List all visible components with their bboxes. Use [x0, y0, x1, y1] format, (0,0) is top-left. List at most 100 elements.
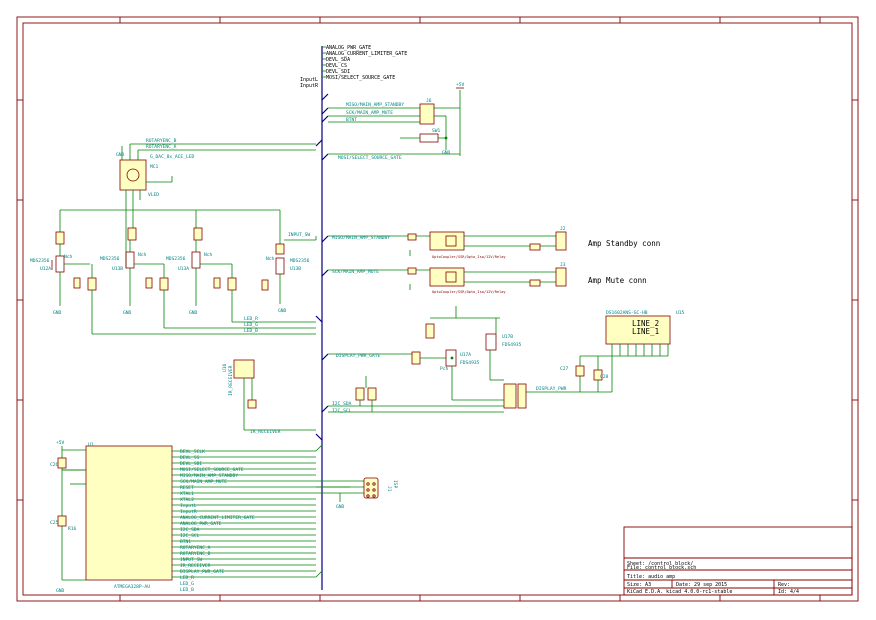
switch-ref: SW1 [432, 128, 441, 134]
input-label: InputR [300, 83, 319, 89]
mosfet-tag: Nch [64, 254, 73, 260]
mute-section: SCK/MAIN_AMP_MUTE J3 Amp Mute conn OptoC… [328, 262, 647, 294]
mosfet-value: MDS2356 [100, 256, 120, 262]
i2c-net: I2C_SDA [332, 401, 352, 407]
standby-section: MISO/MAIN_AMP_STANDBY J2 Amp Standby con… [328, 226, 660, 259]
display-module: DS1602ANS-GC-HB U15 LINE_2 LINE_1 C27 C2… [526, 310, 685, 393]
isp-connector: GND J1 ISP [316, 477, 398, 510]
mcu: U1 ATMEGA328P-AU +5V C26 C25 R16 GND DEV… [50, 440, 350, 594]
display-tag: Pch [440, 366, 449, 372]
ir-receiver: U16 IR_RECEIVER IR_RECEIVER [222, 359, 316, 435]
bus-label: MOSI/SELECT_SOURCE_GATE [326, 75, 395, 81]
mcu-pins: DEVL_SCLK DEVL_SS DEVL_SDI MOSI/SELECT_S… [180, 449, 255, 593]
display-part: DS1602ANS-GC-HB [606, 310, 648, 316]
isp-ref: J1 [386, 486, 392, 492]
tb-sheet: Sheet: /control_block/ [627, 561, 693, 567]
bus-label: DEVL_CS [326, 63, 347, 69]
dac-net: ROTARYENC_B [146, 138, 177, 144]
mosfet-ref: U13B [112, 266, 123, 272]
display-power-section: DISPLAY_PWR_GATE U17A FDS4935 Pch U17B F… [328, 306, 522, 400]
mute-net: SCK/MAIN_AMP_MUTE [332, 269, 379, 275]
mcu-net: IR_RECEIVER [180, 563, 211, 569]
tb-title: Title: audio amp [627, 574, 675, 580]
relay-net-mid: SCK/MAIN_AMP_MUTE [346, 110, 393, 116]
mosfet-stage-2: MDS2356 U13B Nch GND [100, 227, 169, 328]
mosfet-tag: Nch [266, 256, 275, 262]
ir-net: IR_RECEIVER [250, 429, 281, 435]
display-q1-val: FDS4935 [460, 360, 480, 366]
dac-vdd: VLED [148, 192, 159, 198]
display-c2: C28 [600, 374, 609, 380]
mosfet-stage-1: MDS2356 U12A Nch GND [30, 231, 97, 334]
dac-ref: MC1 [150, 164, 159, 170]
mcu-value: ATMEGA328P-AU [114, 584, 150, 590]
display-net-in: DISPLAY_PWR_GATE [336, 353, 380, 359]
mosfet-stage-4: MDS2356 U13B Nch GND INPUT_SW [261, 210, 317, 314]
relay-block: MISO/MAIN_AMP_STANDBY SCK/MAIN_AMP_MUTE … [328, 82, 465, 161]
mcu-net: LED_B [180, 587, 194, 593]
mcu-ref: U1 [88, 442, 94, 448]
mcu-net: ROTARYENC_A [180, 545, 211, 551]
mcu-net: DEVL_SCLK [180, 449, 205, 455]
mcu-net: XTAL1 [180, 491, 194, 497]
mosfet-ref: U13B [290, 266, 301, 272]
gnd-label: GND [278, 308, 287, 314]
bus-label: DEVL_SDA [326, 57, 350, 63]
mcu-net: DEVL_SDI [180, 461, 202, 467]
mcu-res: R16 [68, 526, 77, 532]
mcu-net: LED_R [180, 575, 194, 581]
mute-ref: J3 [560, 262, 566, 268]
mcu-net: RESET [180, 485, 194, 491]
mcu-supply: +5V [56, 440, 65, 446]
sheet-frame [16, 16, 859, 602]
main-bus [315, 46, 329, 590]
mcu-gnd: GND [56, 588, 65, 594]
relay-supply: +5V [456, 82, 465, 88]
mcu-net: ROTARYENC_B [180, 551, 211, 557]
gnd-label: GND [53, 310, 62, 316]
input-sw-label: INPUT_SW [288, 232, 310, 238]
dac-chip [119, 159, 147, 191]
display-q2-val: FDS4935 [502, 342, 522, 348]
relay-select-net: MOSI/SELECT_SOURCE_GATE [338, 155, 402, 161]
mosfet-value: MDS2356 [30, 258, 50, 264]
relay-gnd: GND [442, 150, 451, 156]
mcu-cap: C26 [50, 462, 59, 468]
mosfet-tag: Nch [204, 252, 213, 258]
bus-label: DEVL_SDI [326, 69, 350, 75]
mcu-net: XTAL2 [180, 497, 194, 503]
mosfet-value: MDS2356 [166, 256, 186, 262]
mosfet-ref: U12A [40, 266, 51, 272]
mcu-net: I2C_SDA [180, 527, 200, 533]
mcu-net: I2C_SCL [180, 533, 200, 539]
tb-size: Size: A3 [627, 582, 651, 588]
led-net: LED_B [244, 328, 258, 334]
input-label: InputL [300, 77, 318, 83]
display-c1: C27 [560, 366, 569, 372]
mosfet-ref: U13A [178, 266, 189, 272]
tb-rev: Rev: [778, 582, 790, 588]
isp-value: ISP [392, 480, 398, 489]
mcu-net: INPUT_SW [180, 557, 202, 563]
dac-block: MC1 G_DAC_8x_ACE_LED ROTARYENC_B ROTARYE… [59, 138, 316, 268]
ir-value: IR_RECEIVER [228, 365, 234, 396]
mcu-net: InputR [180, 509, 197, 515]
led-nets: LED_R LED_G LED_B [92, 316, 316, 335]
ir-ref: U16 [222, 363, 228, 372]
mute-caption: Amp Mute conn [588, 276, 647, 285]
standby-net: MISO/MAIN_AMP_STANDBY [332, 235, 390, 241]
led-net: LED_G [244, 322, 258, 328]
mcu-wires [172, 444, 350, 578]
relay-net-top: MISO/MAIN_AMP_STANDBY [346, 102, 404, 108]
mcu-net: SCK/MAIN_AMP_MUTE [180, 479, 227, 485]
mosfet-tag: Nch [138, 252, 147, 258]
i2c-connector: I2C_SDA I2C_SCL [328, 376, 527, 414]
bus-labels: ANALOG_PWR_GATE ANALOG_CURRENT_LIMITER_G… [300, 45, 407, 89]
led-net: LED_R [244, 316, 258, 322]
mcu-net: DEVL_SS [180, 455, 200, 461]
gnd-label: GND [189, 310, 198, 316]
mcu-body [85, 445, 173, 581]
mosfet-stage-3: MDS2356 U13A Nch GND [166, 227, 237, 322]
mcu-net: DISPLAY_PWR_GATE [180, 569, 224, 575]
